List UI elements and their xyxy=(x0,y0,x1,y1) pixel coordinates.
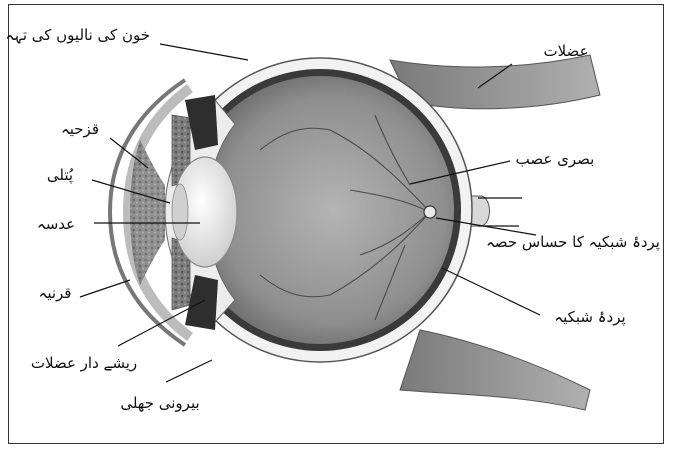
label-blood-vessel-layer: خون کی نالیوں کی تہہ xyxy=(5,26,150,44)
label-ciliary-muscles: ریشے دار عضلات xyxy=(31,354,137,372)
label-lens: عدسہ xyxy=(37,215,75,233)
label-muscles: عضلات xyxy=(543,42,588,60)
label-optic-nerve: بصری عصب xyxy=(516,150,595,168)
lower-muscle xyxy=(400,330,590,410)
label-retina-sensitive-part: پردۂ شبکیہ کا حساس حصہ xyxy=(486,233,660,252)
iris-outer xyxy=(130,140,165,285)
label-retina: پردۂ شبکیہ xyxy=(554,308,625,327)
pupil xyxy=(172,184,188,240)
optic-disc xyxy=(424,206,436,218)
label-outer-membrane: بیرونی جھلی xyxy=(120,394,199,412)
label-iris: قزحیہ xyxy=(61,120,99,138)
label-pupil: پُتلی xyxy=(47,166,73,185)
label-cornea: قرنیہ xyxy=(39,284,72,302)
